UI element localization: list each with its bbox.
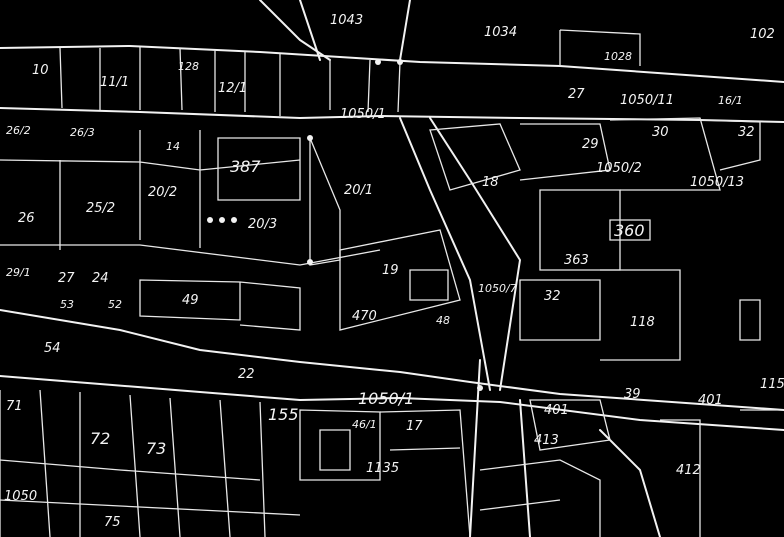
- parcel-label: 32: [544, 289, 561, 304]
- parcel-label: 49: [182, 293, 199, 308]
- parcel-label: 39: [624, 387, 641, 402]
- parcel-label: 1135: [366, 461, 399, 476]
- parcel-label: 1028: [604, 50, 632, 63]
- parcel-label: 75: [104, 515, 121, 530]
- parcel-label: 17: [406, 419, 423, 434]
- parcel-label: 1034: [484, 25, 517, 40]
- parcel-label: 32: [738, 125, 755, 140]
- parcel-label: 24: [92, 271, 109, 286]
- parcel-label: 29: [582, 137, 599, 152]
- parcel-label: 25/2: [86, 201, 115, 216]
- parcel-label: 102: [750, 27, 775, 42]
- parcel-label: 20/3: [248, 217, 277, 232]
- parcel-label: 118: [630, 315, 655, 330]
- parcel-label: 1050/11: [620, 93, 674, 108]
- parcel-label: 401: [698, 393, 723, 408]
- parcel-label: 1050: [4, 489, 37, 504]
- parcel-label: 73: [146, 439, 166, 458]
- parcel-boundaries: [0, 29, 784, 537]
- parcel-label: 1050/2: [596, 161, 642, 176]
- parcel-label: 1050/1: [340, 107, 386, 122]
- parcel-label: 10: [32, 63, 49, 78]
- survey-points: [207, 59, 483, 391]
- parcel-label: 26/3: [70, 126, 95, 139]
- parcel-label: 26/2: [6, 124, 31, 137]
- parcel-label: 14: [166, 140, 180, 153]
- parcel-label: 1050/1: [358, 389, 414, 408]
- parcel-label: 470: [352, 309, 377, 324]
- parcel-labels: 1043 1034 1028 102 10 11/1 128 12/1 1050…: [4, 13, 784, 530]
- parcel-label: 115: [760, 377, 784, 392]
- parcel-label: 401: [544, 403, 569, 418]
- parcel-label: 29/1: [6, 266, 31, 279]
- parcel-label: 46/1: [352, 418, 377, 431]
- parcel-label: 22: [238, 367, 255, 382]
- parcel-label: 19: [382, 263, 399, 278]
- parcel-label: 20/1: [344, 183, 373, 198]
- parcel-label: 1050/7: [478, 282, 517, 295]
- parcel-label: 72: [90, 429, 110, 448]
- parcel-label: 52: [108, 298, 122, 311]
- parcel-label: 12/1: [218, 81, 247, 96]
- parcel-label: 387: [230, 157, 261, 176]
- parcel-label: 360: [614, 221, 645, 240]
- parcel-label: 71: [6, 399, 23, 414]
- parcel-label: 412: [676, 463, 701, 478]
- parcel-label: 11/1: [100, 75, 129, 90]
- parcel-label: 53: [60, 298, 74, 311]
- parcel-label: 128: [178, 60, 199, 73]
- parcel-label: 20/2: [148, 185, 177, 200]
- parcel-label: 27: [568, 87, 585, 102]
- parcel-label: 26: [18, 211, 35, 226]
- parcel-label: 1043: [330, 13, 363, 28]
- parcel-label: 155: [268, 405, 299, 424]
- parcel-label: 413: [534, 433, 559, 448]
- parcel-label: 1050/13: [690, 175, 744, 190]
- parcel-label: 27: [58, 271, 75, 286]
- parcel-label: 54: [44, 341, 61, 356]
- parcel-label: 16/1: [718, 94, 743, 107]
- parcel-label: 30: [652, 125, 669, 140]
- parcel-label: 363: [564, 253, 589, 268]
- parcel-label: 18: [482, 175, 499, 190]
- parcel-label: 48: [436, 314, 450, 327]
